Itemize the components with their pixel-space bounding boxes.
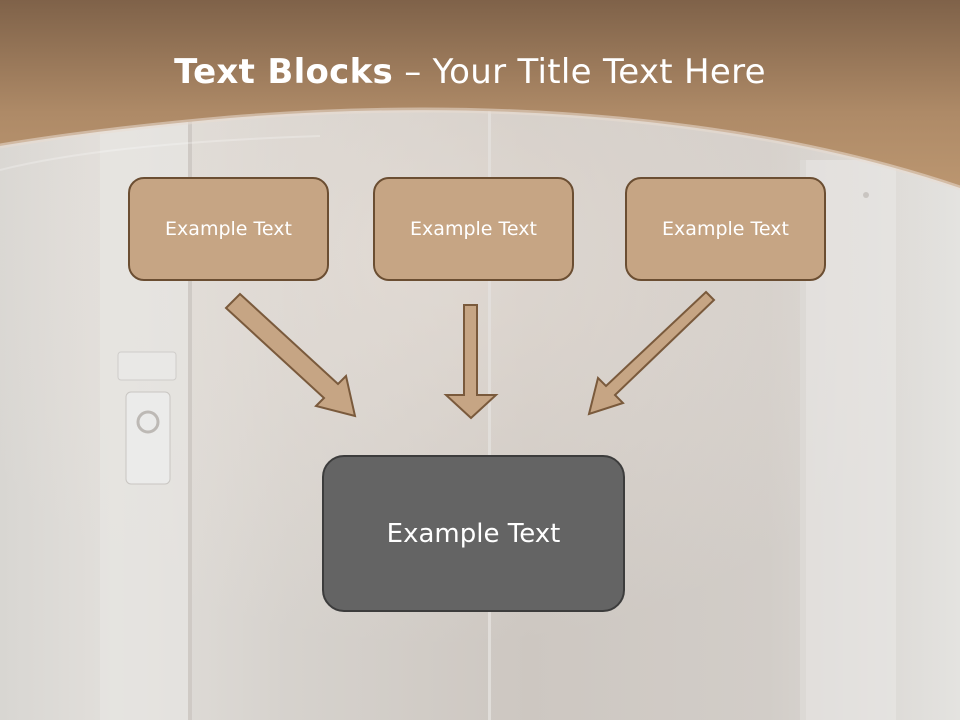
text-block-left[interactable]: Example Text [128, 177, 329, 281]
arrow-down-right-icon [224, 292, 357, 418]
text-block-result-label: Example Text [386, 518, 561, 549]
arrow-down-icon [443, 304, 499, 420]
text-block-center[interactable]: Example Text [373, 177, 574, 281]
text-block-right[interactable]: Example Text [625, 177, 826, 281]
text-block-center-label: Example Text [410, 218, 537, 240]
text-block-left-label: Example Text [165, 218, 292, 240]
slide-title: Text Blocks – Your Title Text Here [0, 52, 940, 92]
title-rest: – Your Title Text Here [393, 52, 766, 92]
title-bold: Text Blocks [174, 52, 394, 92]
arrow-down-left-icon [587, 290, 716, 416]
text-block-result[interactable]: Example Text [322, 455, 625, 612]
text-block-right-label: Example Text [662, 218, 789, 240]
